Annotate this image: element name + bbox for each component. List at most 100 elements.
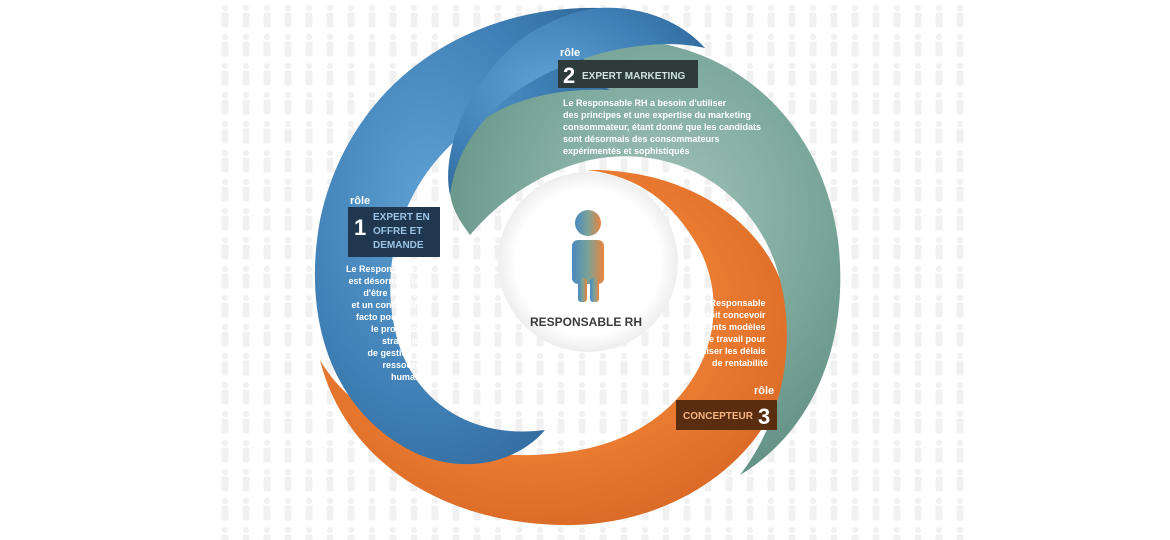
pattern-person [452, 265, 460, 289]
pattern-person [494, 526, 502, 540]
pattern-person [767, 468, 775, 492]
pattern-person [872, 497, 880, 521]
pattern-person [599, 352, 607, 376]
pattern-person [242, 468, 250, 492]
pattern-person [767, 62, 775, 86]
pattern-person [221, 410, 229, 434]
pattern-person [641, 526, 649, 540]
pattern-person [851, 62, 859, 86]
pattern-person [305, 33, 313, 57]
pattern-person [956, 33, 964, 57]
pattern-person [263, 236, 271, 260]
pattern-person [221, 265, 229, 289]
pattern-person [242, 323, 250, 347]
pattern-person [389, 526, 397, 540]
pattern-person [893, 91, 901, 115]
pattern-person [683, 236, 691, 260]
pattern-person [956, 439, 964, 463]
pattern-person [746, 497, 754, 521]
pattern-person [956, 381, 964, 405]
pattern-person [284, 33, 292, 57]
pattern-person [431, 178, 439, 202]
pattern-person [914, 468, 922, 492]
pattern-person [452, 526, 460, 540]
role-1-word: rôle [350, 195, 370, 207]
pattern-person [893, 265, 901, 289]
pattern-person [872, 381, 880, 405]
pattern-person [305, 207, 313, 231]
role-1-description: Le Responsable RH est désormais tenu d'ê… [346, 264, 433, 382]
pattern-person [851, 33, 859, 57]
pattern-person [914, 120, 922, 144]
pattern-person [830, 62, 838, 86]
role-1-title: EXPERT EN OFFRE ET DEMANDE [373, 212, 432, 251]
pattern-person [305, 265, 313, 289]
pattern-person [914, 352, 922, 376]
pattern-person [788, 526, 796, 540]
pattern-person [914, 33, 922, 57]
pattern-person [452, 236, 460, 260]
pattern-person [326, 468, 334, 492]
pattern-person [305, 149, 313, 173]
pattern-person [263, 33, 271, 57]
pattern-person [809, 91, 817, 115]
pattern-person [536, 381, 544, 405]
pattern-person [263, 62, 271, 86]
pattern-person [683, 323, 691, 347]
pattern-person [683, 526, 691, 540]
pattern-person [956, 120, 964, 144]
pattern-person [305, 62, 313, 86]
pattern-person [242, 4, 250, 28]
pattern-person [704, 33, 712, 57]
pattern-person [914, 323, 922, 347]
pattern-person [221, 4, 229, 28]
pattern-person [326, 497, 334, 521]
swirl-rings [314, 7, 841, 526]
pattern-person [221, 33, 229, 57]
pattern-person [620, 381, 628, 405]
blue-swirl-upper [448, 7, 705, 195]
pattern-person [284, 497, 292, 521]
pattern-person [872, 33, 880, 57]
pattern-person [704, 4, 712, 28]
pattern-person [872, 4, 880, 28]
pattern-person [956, 352, 964, 376]
pattern-person [704, 526, 712, 540]
pattern-person [326, 120, 334, 144]
pattern-person [956, 497, 964, 521]
pattern-person [830, 33, 838, 57]
pattern-person [725, 468, 733, 492]
pattern-person [809, 439, 817, 463]
pattern-person [914, 62, 922, 86]
pattern-person [935, 410, 943, 434]
pattern-person [515, 323, 523, 347]
pattern-person [956, 4, 964, 28]
pattern-person [935, 236, 943, 260]
pattern-person [305, 410, 313, 434]
pattern-person [473, 323, 481, 347]
pattern-person [347, 4, 355, 28]
pattern-person [389, 62, 397, 86]
pattern-person [284, 207, 292, 231]
pattern-person [263, 120, 271, 144]
pattern-person [893, 323, 901, 347]
pattern-person [851, 178, 859, 202]
pattern-person [221, 468, 229, 492]
pattern-person [809, 33, 817, 57]
pattern-person [893, 33, 901, 57]
pattern-person [851, 381, 859, 405]
pattern-person [305, 120, 313, 144]
pattern-person [893, 526, 901, 540]
pattern-person [851, 91, 859, 115]
pattern-person [431, 526, 439, 540]
pattern-person [557, 526, 565, 540]
pattern-person [599, 410, 607, 434]
pattern-person [641, 352, 649, 376]
pattern-person [851, 526, 859, 540]
pattern-person [263, 468, 271, 492]
pattern-person [431, 294, 439, 318]
pattern-person [893, 120, 901, 144]
pattern-person [326, 149, 334, 173]
pattern-person [746, 33, 754, 57]
